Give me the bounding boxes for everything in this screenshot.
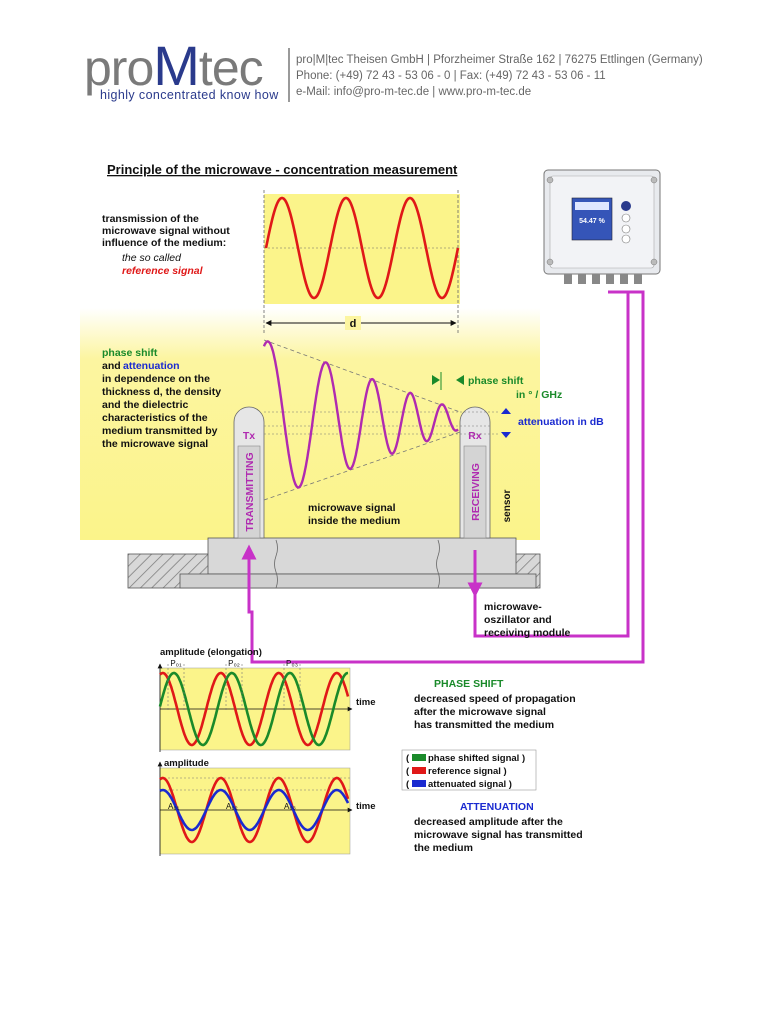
transmitting-label: TRANSMITTING (244, 452, 256, 531)
reference-wave (264, 196, 460, 300)
tx-antenna (233, 406, 265, 539)
legend-item-attenuated: ( attenuated signal ) (406, 779, 512, 790)
microwave-principle-diagram: Principle of the microwave - concentrati… (80, 162, 661, 856)
tx-label: Tx (243, 430, 255, 442)
phase-shift-arrow-left (456, 375, 464, 385)
attenuation-chart (159, 767, 351, 855)
svg-text:and: and (102, 360, 121, 372)
device-button-4-icon (621, 234, 631, 244)
phase-shift-unit-label: phase shift (468, 375, 524, 387)
svg-text:the medium: the medium (414, 842, 473, 854)
receiving-label: RECEIVING (470, 463, 482, 521)
diagram-title: Principle of the microwave - concentrati… (107, 162, 458, 177)
attenuation-label: attenuation (123, 360, 180, 372)
rx-antenna (459, 406, 491, 539)
phase-p02-label: P₀₂ (228, 659, 240, 668)
device-button-2-icon (621, 213, 631, 223)
device-reading: 54.47 % (579, 218, 605, 225)
svg-text:in dependence on the: in dependence on the (102, 373, 210, 385)
logo-tagline: highly concentrated know how (100, 88, 279, 102)
rx-label: Rx (468, 430, 482, 442)
thickness-d-label: d (350, 318, 357, 330)
amplitude-elongation-label: amplitude (elongation) (160, 647, 262, 658)
attenuation-chart-reference-wave (159, 776, 350, 844)
phase-p01-label: P₀₁ (170, 659, 182, 668)
phase-chart-time-label: time (356, 697, 376, 708)
svg-text:decreased amplitude after the: decreased amplitude after the (414, 816, 563, 828)
attn-a01-label: A₀₁ (168, 802, 180, 811)
medium-signal-wave (262, 340, 459, 489)
company-logo: proMtec highly concentrated know how (84, 38, 284, 106)
legend-swatch (412, 767, 426, 774)
svg-text:after the microwave signal: after the microwave signal (414, 706, 546, 718)
svg-text:has transmitted the medium: has transmitted the medium (414, 719, 554, 731)
contact-phone: Phone: (+49) 72 43 - 53 06 - 0 | Fax: (+… (296, 70, 606, 82)
contact-info: pro|M|tec Theisen GmbH | Pforzheimer Str… (296, 52, 703, 100)
attenuation-arrow-up (501, 408, 511, 414)
logo-m: M (153, 34, 200, 97)
sensor-flange (207, 537, 517, 575)
phase-shift-arrow-right (432, 375, 440, 385)
svg-text:microwave signal without: microwave signal without (102, 225, 230, 237)
svg-text:(: ( (406, 753, 410, 764)
svg-text:characteristics of the: characteristics of the (102, 412, 208, 424)
sensor-base-plate (179, 573, 537, 589)
amplitude-label: amplitude (164, 758, 209, 769)
svg-text:decreased speed of propagation: decreased speed of propagation (414, 693, 576, 705)
legend-item-reference: ( reference signal ) (406, 766, 507, 777)
svg-text:the microwave signal: the microwave signal (102, 438, 208, 450)
phase-shift-heading: PHASE SHIFT (434, 678, 504, 690)
attenuation-db-label: attenuation in dB (518, 416, 604, 428)
contact-email: e-Mail: info@pro-m-tec.de | www.pro-m-te… (296, 86, 532, 98)
svg-text:attenuated signal ): attenuated signal ) (428, 779, 512, 790)
phase-chart-reference-wave (159, 671, 350, 747)
svg-text:microwave signal: microwave signal (308, 502, 396, 514)
svg-text:the so called: the so called (122, 252, 182, 264)
attn-a02-label: A₀₂ (226, 802, 238, 811)
legend-swatch (412, 780, 426, 787)
device-button-1-icon (621, 201, 631, 211)
svg-text:(: ( (406, 779, 410, 790)
device-button-3-icon (621, 224, 631, 234)
phase-shift-label: phase shift (102, 347, 158, 359)
svg-text:microwave signal has transmitt: microwave signal has transmitted (414, 829, 583, 841)
attenuation-heading: ATTENUATION (460, 801, 534, 813)
sensor-label: sensor (502, 489, 513, 522)
svg-text:phase shifted signal ): phase shifted signal ) (428, 753, 525, 764)
svg-text:transmission of the: transmission of the (102, 213, 199, 225)
svg-text:and the dielectric: and the dielectric (102, 399, 189, 411)
svg-text:oszillator and: oszillator and (484, 614, 552, 626)
attenuation-arrow-down (501, 432, 511, 438)
svg-text:influence of the medium:: influence of the medium: (102, 237, 226, 249)
phase-chart-shifted-wave (158, 671, 349, 747)
logo-pro: pro (84, 40, 154, 96)
svg-text:medium transmitted by: medium transmitted by (102, 425, 218, 437)
svg-text:receiving module: receiving module (484, 627, 571, 639)
svg-text:microwave-: microwave- (484, 601, 542, 613)
svg-text:thickness d, the density: thickness d, the density (102, 386, 221, 398)
svg-text:reference signal ): reference signal ) (428, 766, 507, 777)
attenuation-chart-attenuated-wave (159, 788, 350, 832)
svg-text:reference signal: reference signal (122, 265, 204, 277)
svg-text:inside the medium: inside the medium (308, 515, 400, 527)
legend-swatch (412, 754, 426, 761)
contact-address: pro|M|tec Theisen GmbH | Pforzheimer Str… (296, 54, 703, 66)
transmitter-device: 54.47 % (543, 169, 661, 284)
svg-text:(: ( (406, 766, 410, 777)
header-divider (288, 48, 290, 102)
dependence-text: phase shift and attenuation in dependenc… (102, 347, 221, 450)
logo-tec: tec (198, 40, 264, 96)
legend-item-phase-shifted: ( phase shifted signal ) (406, 753, 525, 764)
attenuation-chart-time-label: time (356, 801, 376, 812)
legend: ( phase shifted signal ) ( reference sig… (401, 749, 537, 791)
reference-text: transmission of the microwave signal wit… (102, 213, 230, 277)
attn-a03-label: A₀₃ (284, 802, 296, 811)
phase-shift-ghz-label: in ° / GHz (516, 389, 562, 401)
phase-p03-label: P₀₃ (286, 659, 298, 668)
page-header: proMtec highly concentrated know how pro… (0, 0, 768, 110)
